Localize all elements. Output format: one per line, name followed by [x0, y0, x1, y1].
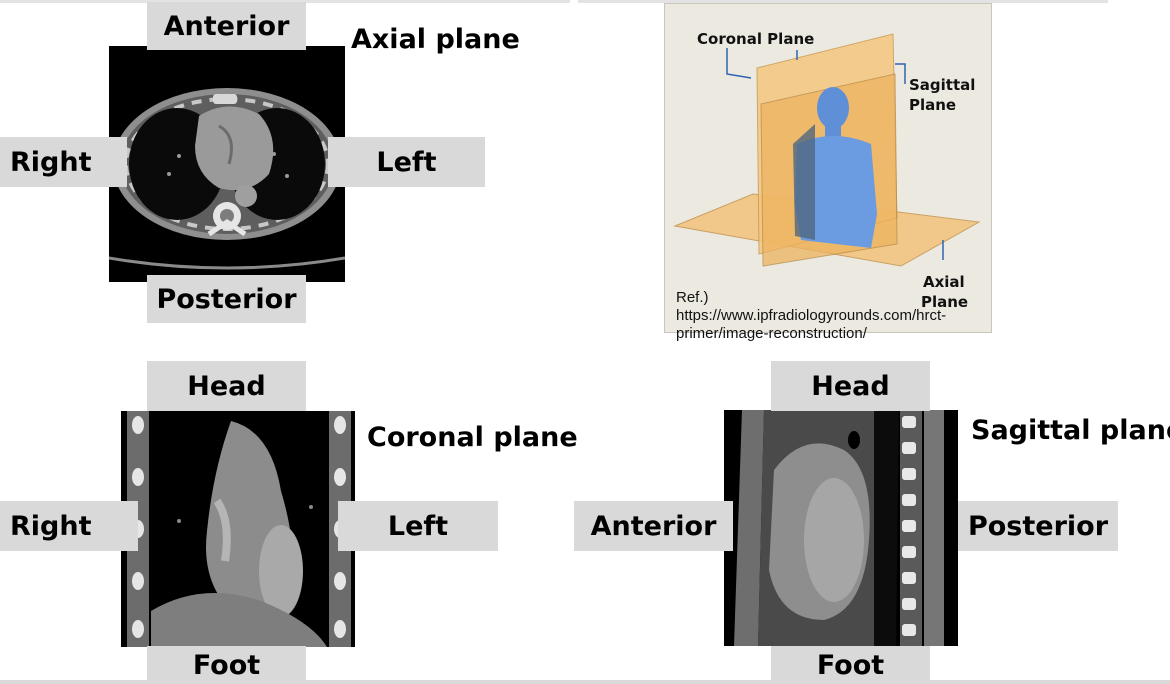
axial-posterior-label: Posterior	[147, 275, 306, 323]
reference-url-line-2: primer/image-reconstruction/	[676, 325, 867, 342]
sagittal-ct-image	[724, 410, 958, 646]
diagram-coronal-label: Coronal Plane	[697, 30, 815, 48]
reference-line-1: Ref.)	[676, 289, 709, 306]
coronal-right-label: Right	[0, 501, 138, 551]
coronal-left-label: Left	[338, 501, 498, 551]
coronal-ct-image	[121, 411, 355, 647]
reference-note: Ref.) https://www.ipfradiologyrounds.com…	[676, 289, 946, 343]
reference-url-line-1: https://www.ipfradiologyrounds.com/hrct-	[676, 307, 947, 324]
coronal-foot-label: Foot	[147, 646, 306, 684]
diagram-axial-label-1: Axial	[923, 273, 965, 291]
sagittal-foot-label: Foot	[771, 646, 930, 684]
bottom-rule	[0, 680, 1170, 684]
axial-ct-image	[109, 46, 345, 282]
anatomical-planes-diagram: Coronal Plane Sagittal Plane Axial Plane	[664, 3, 992, 333]
axial-right-label: Right	[0, 137, 127, 187]
sagittal-head-label: Head	[771, 361, 930, 411]
axial-left-label: Left	[328, 137, 485, 187]
sagittal-posterior-label: Posterior	[958, 501, 1118, 551]
axial-plane-title: Axial plane	[351, 24, 520, 55]
diagram-sagittal-label-1: Sagittal	[909, 76, 976, 94]
sagittal-plane-title: Sagittal plane	[971, 415, 1170, 446]
diagram-axial-label-2: Plane	[921, 293, 969, 311]
sagittal-anterior-label: Anterior	[574, 501, 733, 551]
planes-illustration	[673, 33, 981, 267]
top-rule-right	[578, 0, 1108, 3]
axial-anterior-label: Anterior	[147, 2, 306, 50]
coronal-head-label: Head	[147, 361, 306, 411]
top-rule-left	[0, 0, 570, 3]
diagram-sagittal-label-2: Plane	[909, 96, 957, 114]
coronal-plane-title: Coronal plane	[367, 422, 578, 453]
